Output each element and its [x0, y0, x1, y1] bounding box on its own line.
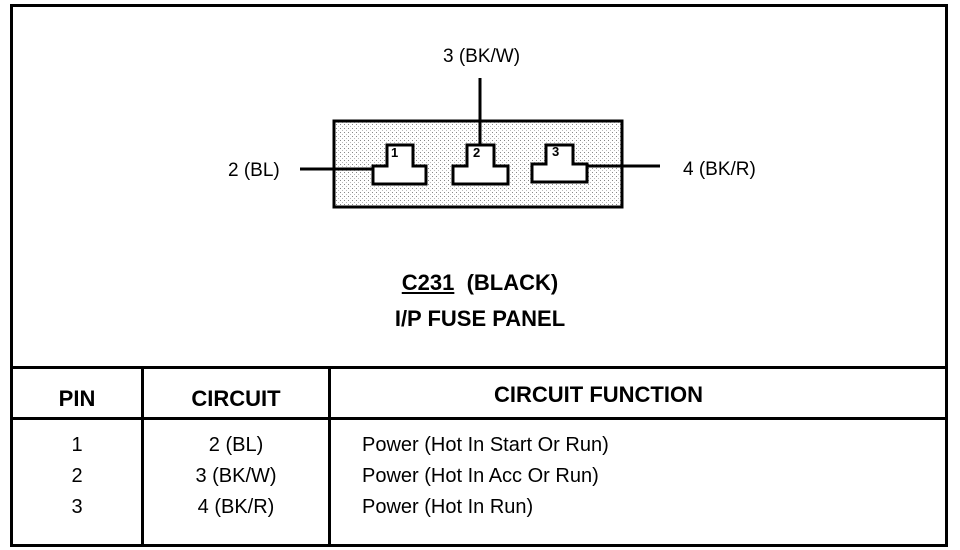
- table-cell-circuit: 2 (BL): [208, 434, 264, 456]
- terminal-1: [371, 143, 428, 186]
- diagram-frame: [10, 4, 948, 547]
- function-column: Power (Hot In Start Or Run) Power (Hot I…: [362, 430, 922, 523]
- table-cell-circuit: 3 (BK/W): [195, 465, 277, 487]
- terminal-1-label: 1: [391, 145, 399, 160]
- connector-id: C231: [401, 270, 455, 295]
- pin-column: 1 2 3: [13, 430, 141, 523]
- table-cell-function: Power (Hot In Run): [362, 496, 534, 518]
- circuit-column: 2 (BL) 3 (BK/W) 4 (BK/R): [144, 430, 328, 523]
- wire-right-label: 4 (BK/R): [683, 159, 756, 180]
- wire-top-label: 3 (BK/W): [443, 46, 521, 67]
- connector-color: (BLACK): [466, 270, 559, 295]
- terminal-2-label: 2: [473, 145, 481, 160]
- header-circuit-function: CIRCUIT FUNCTION: [494, 382, 703, 407]
- header-circuit: CIRCUIT: [191, 386, 281, 411]
- divider: [10, 366, 945, 369]
- table-cell-pin: 2: [71, 465, 83, 487]
- column-divider: [328, 366, 331, 544]
- wire-left-label: 2 (BL): [228, 160, 280, 181]
- table-cell-function: Power (Hot In Start Or Run): [362, 434, 609, 456]
- terminal-2: [451, 143, 510, 186]
- column-divider: [141, 366, 144, 544]
- connector-title: C231 (BLACK): [0, 270, 960, 296]
- table-cell-pin: 1: [71, 434, 83, 456]
- terminal-3: [530, 143, 589, 184]
- table-cell-circuit: 4 (BK/R): [197, 496, 275, 518]
- header-pin: PIN: [58, 386, 96, 411]
- table-cell-function: Power (Hot In Acc Or Run): [362, 465, 599, 487]
- table-cell-pin: 3: [71, 496, 83, 518]
- connector-location: I/P FUSE PANEL: [394, 306, 566, 331]
- terminal-3-label: 3: [552, 144, 560, 159]
- header-divider: [10, 417, 945, 420]
